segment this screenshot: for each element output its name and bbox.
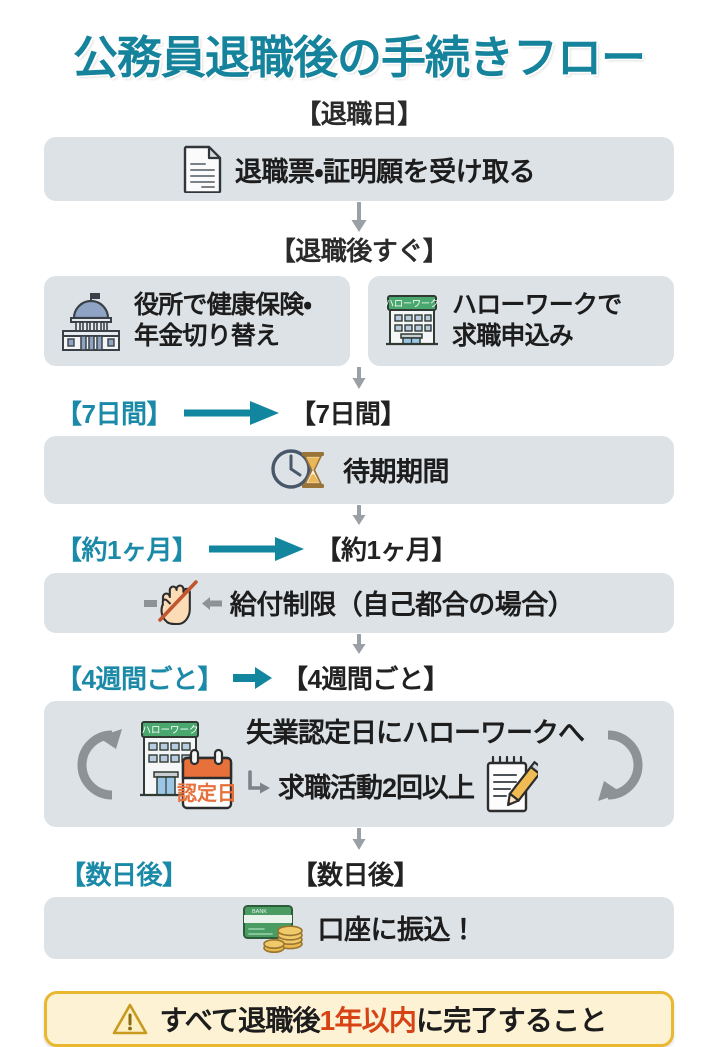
hellowork-line-1: ハローワークで: [452, 291, 622, 320]
warning-accent: 1年以内: [319, 1004, 417, 1036]
step-box-bank-transfer[interactable]: BANK 口座に振込！: [44, 896, 674, 959]
center-label-7days: 【7日間】: [289, 399, 406, 430]
step-text-waiting-period: 待期期間: [343, 457, 450, 488]
loop-arrow-left-icon: [72, 723, 126, 807]
infographic-page: 公務員退職後の手続きフロー 【退職日】 退職票・証明願を受け取る: [0, 32, 718, 1047]
step-text-bank-transfer: 口座に振込！: [317, 915, 478, 946]
notepad-pencil-icon: [482, 754, 539, 816]
recognition-day-content: ハローワーク: [134, 711, 585, 816]
flow-arrow-down-3: [0, 504, 718, 528]
stage-label-row-7days: 【7日間】 【7日間】: [0, 392, 718, 434]
recognition-day-line-2-wrap: 求職活動2回以上: [246, 754, 584, 816]
left-label-1month: 【約1ヶ月】: [56, 535, 198, 566]
hellowork-calendar-icon: ハローワーク: [134, 716, 234, 812]
warning-prefix: すべて退職後: [159, 1004, 321, 1036]
step-box-receive-documents[interactable]: 退職票・証明願を受け取る: [44, 137, 674, 202]
warning-banner: すべて退職後1年以内に完了すること: [44, 990, 674, 1047]
left-label-7days: 【7日間】: [56, 399, 172, 430]
step-box-city-hall[interactable]: 役所で健康保険・ 年金切り替え: [44, 275, 350, 366]
step-text-receive-documents: 退職票・証明願を受け取る: [234, 156, 536, 187]
warning-triangle-icon: [112, 1002, 148, 1036]
loop-arrow-right-icon: [594, 723, 648, 807]
stage-label-retirement-day: 【退職日】: [295, 98, 423, 129]
bank-card-coins-icon: BANK: [242, 902, 308, 954]
recognition-day-line-2: 求職活動2回以上: [278, 772, 475, 803]
svg-text:ハローワーク: ハローワーク: [141, 725, 198, 736]
stage-label-right-after: 【退職後すぐ】: [269, 236, 449, 267]
teal-long-arrow-2: [209, 536, 305, 562]
svg-text:認定日: 認定日: [177, 781, 234, 805]
recognition-day-text-lines: 失業認定日にハローワークへ 求職活動2回以上: [246, 711, 585, 816]
corner-arrow-icon: [246, 770, 272, 800]
step-box-hellowork-apply[interactable]: ハローワーク: [368, 275, 674, 366]
center-label-fewdays: 【数日後】: [291, 860, 420, 891]
step-box-waiting-period[interactable]: 待期期間: [44, 435, 674, 504]
stage-label-row-4weeks: 【4週間ごと】 【4週間ごと】: [0, 657, 718, 699]
svg-text:ハローワーク: ハローワーク: [385, 298, 439, 308]
flow-arrow-down-2: [0, 366, 718, 392]
recognition-day-line-1: 失業認定日にハローワークへ: [246, 718, 585, 749]
warning-text: すべて退職後1年以内に完了すること: [159, 999, 608, 1039]
teal-short-arrow: [232, 664, 273, 692]
city-hall-line-2: 年金切り替え: [134, 321, 280, 350]
hellowork-building-icon: ハローワーク: [382, 291, 442, 351]
stop-hand-icon: [143, 579, 222, 627]
city-hall-line-1: 役所で健康保険・: [134, 291, 312, 320]
step-text-benefit-restriction: 給付制限（自己都合の場合）: [229, 590, 575, 621]
flow-arrow-down-4: [0, 633, 718, 657]
stage-label-row-fewdays: 【数日後】 【数日後】: [0, 853, 718, 895]
document-icon: [183, 145, 223, 194]
page-title: 公務員退職後の手続きフロー: [72, 32, 646, 83]
left-label-4weeks: 【4週間ごと】: [56, 664, 223, 695]
step-text-city-hall: 役所で健康保険・ 年金切り替え: [134, 290, 312, 351]
svg-text:BANK: BANK: [252, 909, 267, 915]
center-label-4weeks: 【4週間ごと】: [281, 664, 449, 695]
hellowork-line-2: 求職申込み: [452, 321, 574, 350]
flow-arrow-down-1: [0, 201, 718, 235]
left-label-fewdays: 【数日後】: [60, 860, 188, 891]
stage-label-row-1month: 【約1ヶ月】 【約1ヶ月】: [0, 528, 718, 570]
flow-arrow-down-5: [0, 827, 718, 853]
step-box-benefit-restriction[interactable]: 給付制限（自己都合の場合）: [44, 572, 674, 633]
step-text-hellowork-apply: ハローワークで 求職申込み: [452, 290, 622, 351]
teal-long-arrow-1: [183, 400, 280, 426]
clock-hourglass-icon: [269, 445, 331, 495]
government-building-icon: [58, 290, 124, 352]
step-box-recognition-day[interactable]: ハローワーク: [44, 700, 674, 827]
warning-suffix: に完了すること: [416, 1004, 607, 1036]
step-row-two-columns: 役所で健康保険・ 年金切り替え ハローワーク: [44, 275, 674, 366]
center-label-1month: 【約1ヶ月】: [315, 535, 457, 566]
